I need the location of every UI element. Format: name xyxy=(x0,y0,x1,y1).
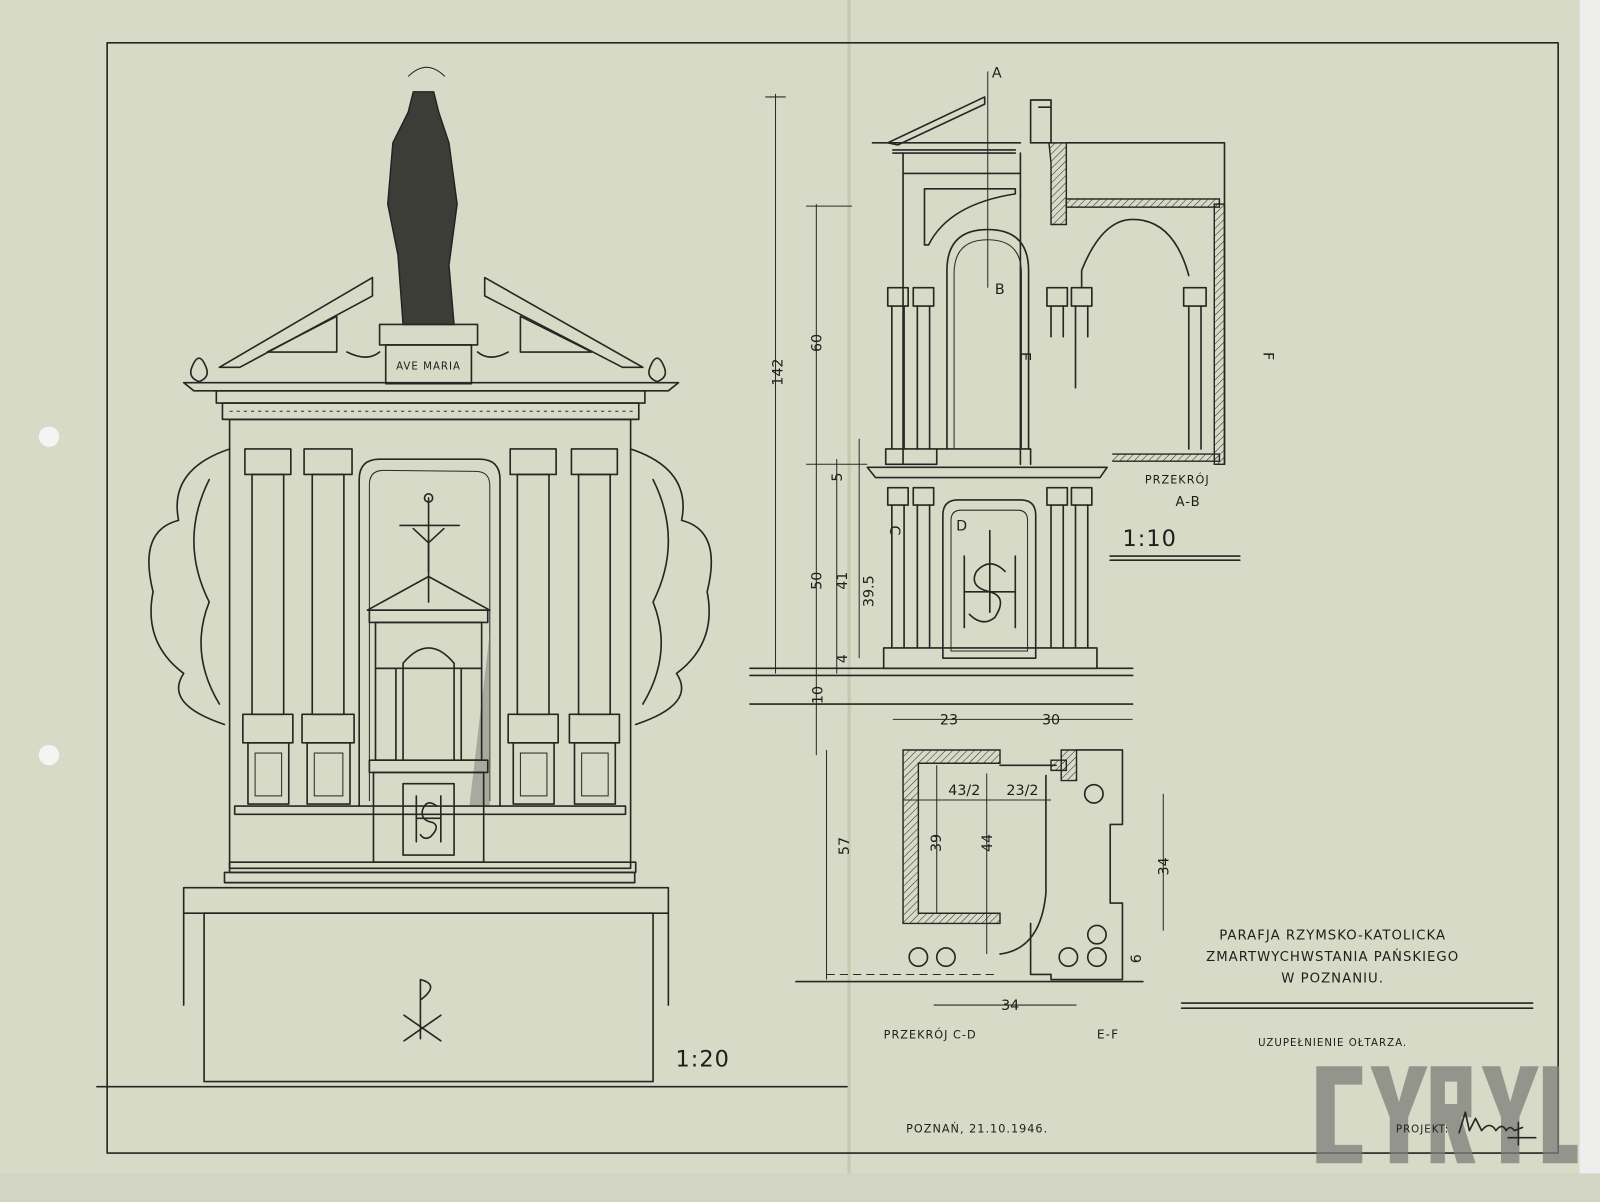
chi-rho-symbol xyxy=(403,978,442,1042)
tabernacle xyxy=(366,575,491,864)
tabernacle-plan: 23 30 43/2 23/2 39 44 57 34 6 34 PRZEKRÓ… xyxy=(795,712,1172,1042)
ave-maria-inscription: AVE MARIA xyxy=(396,361,461,372)
plan-wall xyxy=(902,749,1001,925)
scale-1-10: 1:10 xyxy=(1122,526,1176,552)
drawing-frame xyxy=(106,42,1559,1154)
ihs-monogram-small xyxy=(415,795,442,843)
columns xyxy=(242,448,621,805)
dim-23-2: 23/2 xyxy=(1006,783,1038,799)
cornice xyxy=(182,381,680,392)
pediment-right xyxy=(483,276,644,369)
marker-a: A xyxy=(992,66,1002,82)
dim-50: 50 xyxy=(809,572,825,590)
dim-5: 5 xyxy=(830,473,846,482)
altar-mensa xyxy=(182,886,670,1006)
cyryl-watermark-logo xyxy=(1316,1066,1578,1164)
tabernacle-door xyxy=(942,499,1037,659)
punch-hole xyxy=(38,744,60,766)
section-label-przekroj: PRZEKRÓJ xyxy=(1145,474,1210,487)
dim-39: 39 xyxy=(929,834,945,852)
dim-57: 57 xyxy=(837,837,853,855)
dim-34-bottom: 34 xyxy=(1001,998,1019,1014)
marker-d: D xyxy=(956,519,967,535)
dim-4: 4 xyxy=(835,654,851,663)
ihs-monogram xyxy=(963,529,1017,629)
section-id-a-b: A-B xyxy=(1176,495,1201,510)
project-label: PROJEKT: xyxy=(1396,1125,1449,1136)
ornament-scroll-left xyxy=(148,448,231,726)
scan-edge xyxy=(1579,0,1600,1202)
title-line-2: ZMARTWYCHWSTANIA PAŃSKIEGO xyxy=(1206,947,1459,965)
ornament-scroll-right xyxy=(629,448,713,726)
statue-figure xyxy=(387,91,458,326)
title-line-1: PARAFJA RZYMSKO-KATOLICKA xyxy=(1219,929,1446,944)
urn-right xyxy=(648,357,667,383)
title-line-3: W POZNANIU. xyxy=(1281,972,1384,987)
dim-6: 6 xyxy=(1129,954,1145,963)
pediment-left xyxy=(218,276,374,369)
marker-e: E xyxy=(1016,352,1032,361)
dim-41: 41 xyxy=(835,572,851,590)
statue-halo-stars xyxy=(407,66,446,77)
drawing-subtitle: UZUPEŁNIENIE OŁTARZA. xyxy=(1258,1038,1407,1049)
dim-34-right: 34 xyxy=(1156,857,1172,875)
punch-hole xyxy=(38,426,60,447)
altar-front xyxy=(203,912,654,1083)
marker-c: C xyxy=(886,525,902,535)
middle-cornice xyxy=(866,466,1108,479)
column-bases xyxy=(908,783,1107,968)
dim-30: 30 xyxy=(1042,712,1060,728)
architect-signature xyxy=(1458,1111,1537,1146)
upper-niche xyxy=(946,228,1030,450)
crucifix xyxy=(399,493,460,603)
central-niche xyxy=(358,458,501,807)
statue-pedestal xyxy=(384,344,473,385)
left-elevation: AVE MARIA xyxy=(148,66,730,1083)
urn-left xyxy=(189,357,209,383)
dim-39-5: 39.5 xyxy=(861,575,877,607)
section-label-c-d: PRZEKRÓJ C-D xyxy=(884,1029,977,1042)
dim-60: 60 xyxy=(809,334,825,352)
scale-1-20: 1:20 xyxy=(676,1046,730,1072)
marker-f: F xyxy=(1259,352,1275,360)
dim-10: 10 xyxy=(810,686,826,704)
title-block: PARAFJA RZYMSKO-KATOLICKA ZMARTWYCHWSTAN… xyxy=(906,929,1578,1164)
right-elevation: 142 60 5 50 41 39.5 4 10 A B E F C D xyxy=(749,66,1275,756)
paper-bottom xyxy=(0,1173,1600,1202)
place-date: POZNAŃ, 21.10.1946. xyxy=(906,1123,1048,1136)
marker-b: B xyxy=(995,282,1005,298)
dim-142: 142 xyxy=(771,358,787,385)
dim-44: 44 xyxy=(980,834,996,852)
section-label-e-f: E-F xyxy=(1097,1028,1119,1042)
retable-body xyxy=(228,418,632,870)
dim-23: 23 xyxy=(940,712,958,728)
dim-43-2: 43/2 xyxy=(948,783,980,799)
